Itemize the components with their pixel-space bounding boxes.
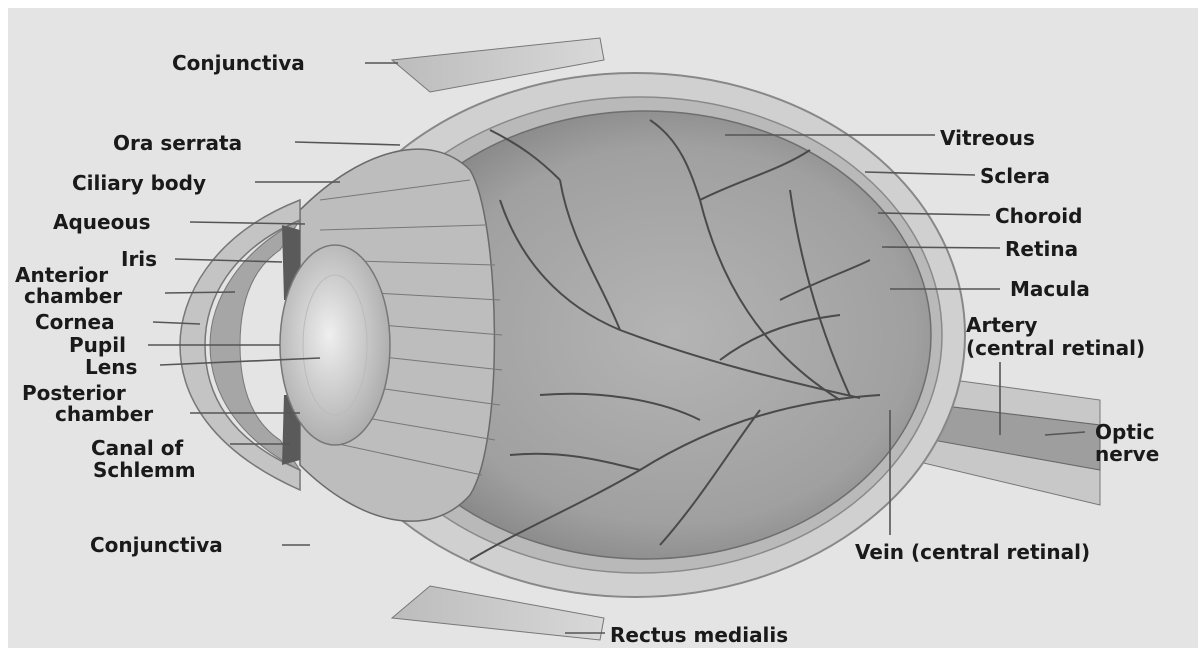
label-artery-line1: Artery	[966, 313, 1037, 337]
label-choroid: Choroid	[995, 204, 1082, 228]
label-optic-nerve-line2: nerve	[1095, 442, 1159, 466]
label-canal-of-schlemm-line1: Canal of	[91, 436, 183, 460]
label-conjunctiva-bottom: Conjunctiva	[90, 533, 223, 557]
label-conjunctiva-top: Conjunctiva	[172, 51, 305, 75]
label-ciliary-body: Ciliary body	[72, 171, 206, 195]
label-artery-line2: (central retinal)	[966, 336, 1145, 360]
label-rectus-medialis: Rectus medialis	[610, 623, 788, 647]
label-sclera: Sclera	[980, 164, 1050, 188]
label-macula: Macula	[1010, 277, 1090, 301]
label-lens: Lens	[85, 355, 137, 379]
label-iris: Iris	[121, 247, 157, 271]
label-cornea: Cornea	[35, 310, 115, 334]
label-vein: Vein (central retinal)	[855, 540, 1090, 564]
label-optic-nerve-line1: Optic	[1095, 420, 1155, 444]
label-vitreous: Vitreous	[940, 126, 1035, 150]
label-anterior-chamber-line2: chamber	[24, 284, 122, 308]
label-canal-of-schlemm-line2: Schlemm	[93, 458, 196, 482]
label-aqueous: Aqueous	[53, 210, 150, 234]
label-retina: Retina	[1005, 237, 1078, 261]
label-pupil: Pupil	[69, 333, 126, 357]
label-posterior-chamber-line2: chamber	[55, 402, 153, 426]
label-ora-serrata: Ora serrata	[113, 131, 242, 155]
